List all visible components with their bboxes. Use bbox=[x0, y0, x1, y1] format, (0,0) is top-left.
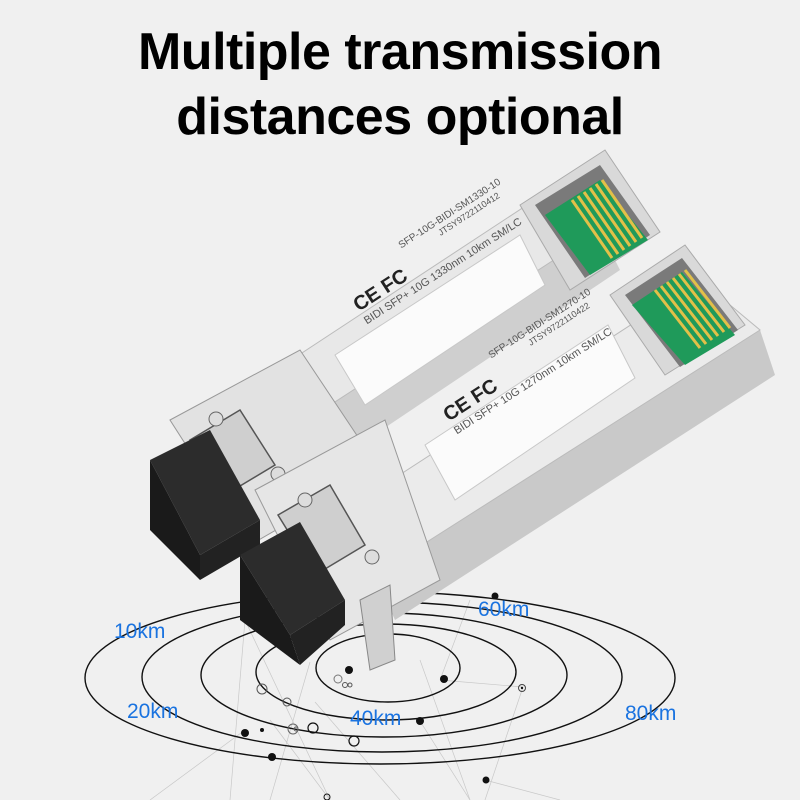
dust-cap-back bbox=[150, 430, 260, 580]
sfp-module-1270 bbox=[329, 244, 775, 620]
distance-label-20km: 20km bbox=[127, 700, 179, 723]
dust-cap-front bbox=[240, 522, 345, 665]
distance-label-40km: 40km bbox=[350, 707, 402, 730]
distance-label-60km: 60km bbox=[478, 598, 530, 621]
distance-label-80km: 80km bbox=[625, 702, 677, 725]
headline-line-2: distances optional bbox=[176, 88, 624, 146]
connector-housing-front bbox=[254, 419, 441, 671]
network-lines bbox=[149, 599, 561, 800]
headline-line-1: Multiple transmission bbox=[137, 23, 663, 81]
distance-label-10km: 10km bbox=[114, 620, 166, 643]
network-nodes bbox=[241, 592, 526, 800]
